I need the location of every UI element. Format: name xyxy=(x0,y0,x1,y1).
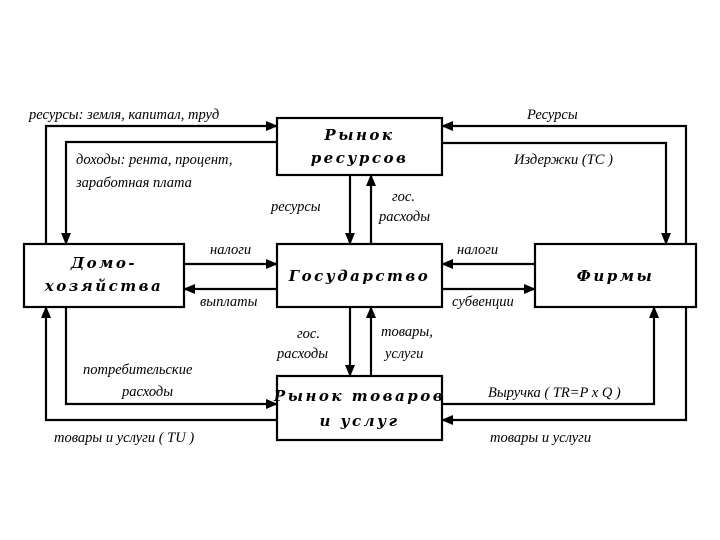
state-box: Государство xyxy=(275,242,444,309)
label-gov-spending-top-line2: расходы xyxy=(378,209,430,225)
label-revenue-tr: Выручка ( TR=P x Q ) xyxy=(488,385,621,401)
label-consumer-spending-line2: расходы xyxy=(121,384,173,400)
label-gov-spending-bottom-line1: гос. xyxy=(297,326,320,342)
households-box: Домо- хозяйства xyxy=(22,242,186,309)
goods-market-title-line1: Рынок товаров xyxy=(273,387,445,405)
goods-market-box: Рынок товаров и услуг xyxy=(273,374,445,442)
firms-box: Фирмы xyxy=(533,242,698,309)
flow-income-market-to-households xyxy=(61,140,277,245)
households-title-line1: Домо- xyxy=(70,254,137,272)
label-goods-services-state-line1: товары, xyxy=(381,324,433,340)
label-resources-to-state: ресурсы xyxy=(270,199,321,215)
state-title: Государство xyxy=(288,267,430,285)
flow-revenue-market-to-firms xyxy=(442,306,659,406)
label-gov-spending-bottom-line2: расходы xyxy=(276,346,328,362)
resource-market-box: Рынок ресурсов xyxy=(275,116,444,177)
resource-market-title-line1: Рынок xyxy=(323,126,394,144)
label-consumer-spending-line1: потребительские xyxy=(83,362,193,378)
label-resources-right: Ресурсы xyxy=(526,107,578,123)
label-payments-left: выплаты xyxy=(200,294,258,310)
flow-goods-firms-to-market xyxy=(441,307,688,425)
label-income-rent-interest: доходы: рента, процент, xyxy=(76,152,233,168)
goods-market-title-line2: и услуг xyxy=(319,412,399,430)
label-goods-services-right: товары и услуги xyxy=(490,430,591,446)
label-gov-spending-top-line1: гос. xyxy=(392,189,415,205)
label-goods-services-tu: товары и услуги ( TU ) xyxy=(54,430,194,446)
flow-resources-market-to-firms xyxy=(442,141,671,245)
label-income-wages: заработная плата xyxy=(75,175,192,191)
flow-consumer-spending-households-to-market xyxy=(64,307,278,409)
flow-costs-firms-to-market xyxy=(441,121,688,244)
firms-title: Фирмы xyxy=(577,267,655,285)
households-title-line2: хозяйства xyxy=(44,277,163,295)
label-costs-tc: Издержки (TC ) xyxy=(513,152,613,168)
label-resources-land-capital-labor: ресурсы: земля, капитал, труд xyxy=(28,107,219,123)
label-taxes-left: налоги xyxy=(210,242,251,258)
resource-market-title-line2: ресурсов xyxy=(311,149,409,167)
flow-resources-households-to-market xyxy=(44,121,278,244)
label-taxes-right: налоги xyxy=(457,242,498,258)
label-goods-services-state-line2: услуги xyxy=(383,346,423,362)
flow-goods-market-to-households xyxy=(41,306,277,422)
label-subsidies-right: субвенции xyxy=(452,294,514,310)
